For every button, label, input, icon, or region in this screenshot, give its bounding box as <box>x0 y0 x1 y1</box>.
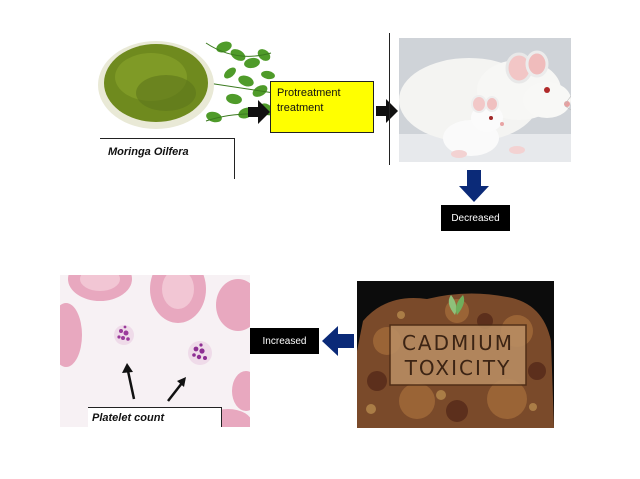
left-arrow-icon <box>322 326 354 356</box>
decreased-label: Decreased <box>441 205 510 231</box>
platelet-count-label: Platelet count <box>88 407 222 427</box>
moringa-label: Moringa Oilfera <box>108 146 189 158</box>
treatment-box: Protreatment treatment <box>270 81 374 133</box>
cadmium-sign-line1: CADMIUM <box>401 331 515 355</box>
right-arrow-icon <box>376 99 398 123</box>
moringa-label-bracket <box>100 138 235 179</box>
divider-line <box>389 33 390 165</box>
increased-label: Increased <box>250 328 319 354</box>
rat-photo <box>399 38 571 162</box>
blood-smear-image <box>60 275 250 427</box>
down-arrow-icon <box>459 170 489 202</box>
cadmium-ore-image: CADMIUM TOXICITY <box>357 281 554 428</box>
cadmium-sign-line2: TOXICITY <box>404 356 512 380</box>
right-arrow-icon <box>248 100 270 124</box>
